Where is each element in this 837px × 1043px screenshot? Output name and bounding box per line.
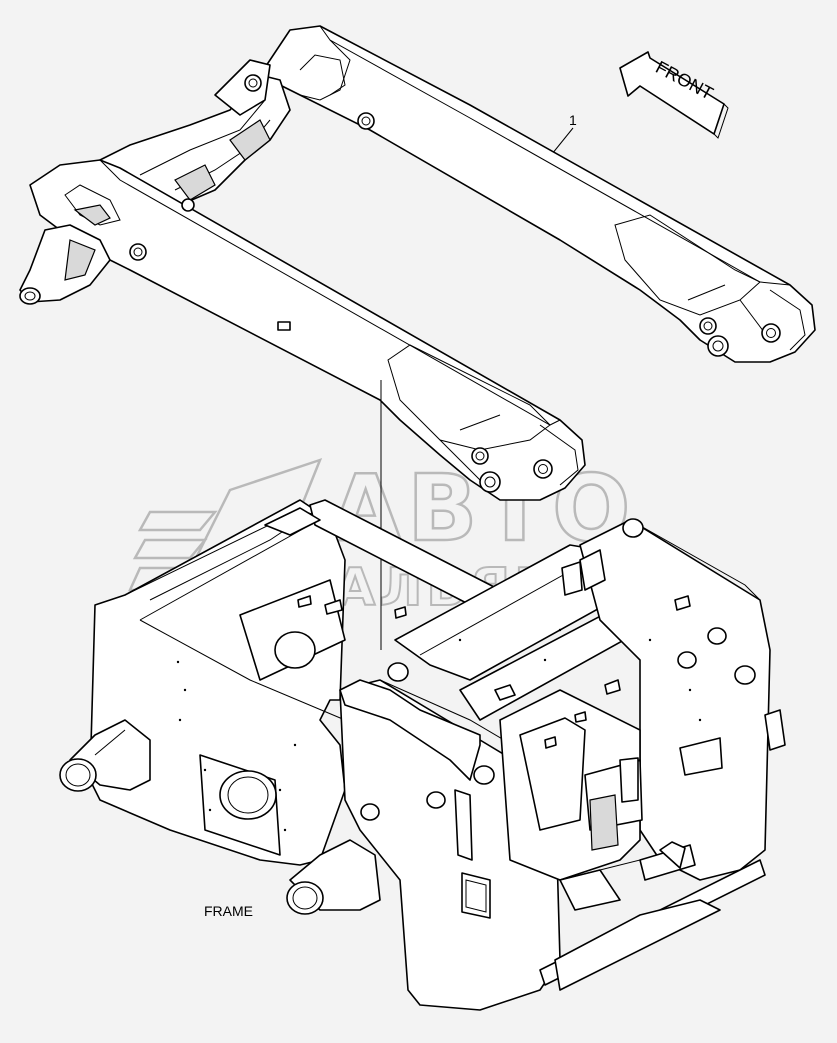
front-arrow: FRONT (619, 51, 729, 139)
callout-1: 1 (551, 112, 577, 155)
frame (59, 499, 786, 1011)
callout-number: 1 (569, 112, 577, 128)
frame-label: FRAME (204, 903, 253, 919)
lift-arm-assembly (19, 25, 816, 501)
